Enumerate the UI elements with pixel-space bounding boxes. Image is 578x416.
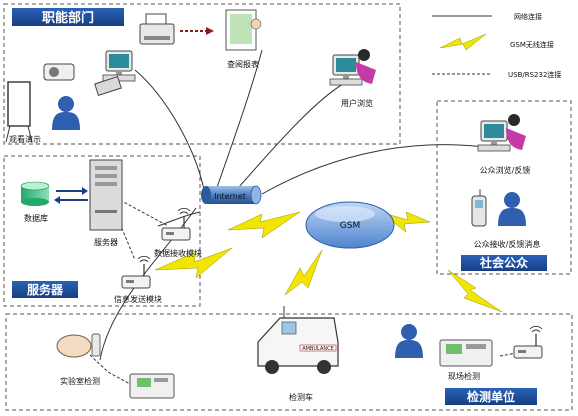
user-browse-label: 用户浏览 bbox=[341, 98, 373, 108]
title-functional-dept: 职能部门 bbox=[12, 8, 124, 26]
internet-node: Internet bbox=[201, 185, 262, 205]
gsm-label: GSM bbox=[340, 221, 360, 231]
test-vehicle: AMBULANCE 检测车 bbox=[257, 306, 339, 402]
public-user-head-icon bbox=[508, 114, 520, 126]
db-sync-arrows bbox=[54, 187, 88, 204]
line-internet-public bbox=[261, 144, 493, 195]
line-internet-user bbox=[231, 79, 351, 196]
printer-icon bbox=[139, 13, 175, 45]
demo-person-icon bbox=[52, 96, 80, 130]
vehicle-wheel-front-icon bbox=[265, 360, 279, 374]
usb-server-rx bbox=[119, 199, 169, 227]
public-computer-icon bbox=[477, 120, 511, 152]
bolt-gsm-internet bbox=[227, 211, 301, 239]
usb-field bbox=[499, 351, 523, 357]
info-tx-label: 信息发送模块 bbox=[114, 294, 162, 304]
network-connections bbox=[99, 49, 493, 361]
frame-functional-dept bbox=[3, 3, 401, 145]
report-chart-icon bbox=[230, 14, 252, 44]
screen-icon bbox=[5, 81, 33, 143]
usb-server-tx bbox=[115, 213, 136, 261]
field-analyzer-icon bbox=[439, 339, 493, 367]
field-person-icon bbox=[395, 324, 423, 358]
reader-head-icon bbox=[250, 18, 262, 30]
lab-technician-icon bbox=[56, 334, 92, 358]
vehicle-sign: AMBULANCE bbox=[302, 346, 334, 352]
database-label: 数据库 bbox=[24, 213, 48, 223]
public-msg: 公众接收/反馈消息 bbox=[471, 189, 541, 249]
gsm-node: GSM bbox=[305, 201, 395, 249]
svg-text:服务器: 服务器 bbox=[27, 282, 64, 297]
user-head-icon bbox=[358, 49, 370, 61]
vehicle-body-icon bbox=[257, 317, 339, 367]
vehicle-window-icon bbox=[281, 321, 297, 335]
keyboard-icon bbox=[94, 75, 122, 97]
public-browse-label: 公众浏览/反馈 bbox=[480, 165, 531, 175]
print-arrow-head bbox=[206, 27, 214, 35]
phone-screen-icon bbox=[475, 200, 483, 208]
svg-text:职能部门: 职能部门 bbox=[42, 10, 94, 26]
vehicle-stripe-icon bbox=[299, 344, 337, 352]
projector-icon bbox=[43, 63, 75, 81]
demo-label: 观看演示 bbox=[9, 134, 41, 144]
frame-public bbox=[436, 100, 572, 275]
report-label: 查阅报表 bbox=[227, 59, 259, 69]
legend-gsm-bolt bbox=[439, 33, 487, 51]
public-user-body-icon bbox=[506, 128, 526, 150]
legend-gsm-label: GSM无线连接 bbox=[510, 40, 554, 49]
field-antenna-module-icon bbox=[513, 325, 543, 359]
server-icon bbox=[89, 159, 123, 231]
legend-usb-label: USB/RS232连接 bbox=[508, 70, 561, 79]
svg-text:检测单位: 检测单位 bbox=[467, 389, 515, 404]
database-icon bbox=[20, 181, 50, 206]
legend: 网络连接 GSM无线连接 USB/RS232连接 bbox=[432, 12, 561, 79]
bolt-gsm-field bbox=[447, 269, 503, 313]
line-internet-report bbox=[213, 49, 263, 197]
field-test-label: 现场检测 bbox=[448, 371, 480, 381]
bolt-gsm-vehicle bbox=[284, 249, 323, 296]
line-internet-printer bbox=[134, 69, 207, 201]
frame-testing-unit bbox=[5, 313, 573, 411]
data-rx-module-icon bbox=[161, 207, 191, 241]
lab-test: 实验室检测 bbox=[56, 333, 101, 386]
title-testing-unit: 检测单位 bbox=[445, 388, 537, 405]
public-msg-label: 公众接收/反馈消息 bbox=[474, 239, 541, 249]
svg-text:社会公众: 社会公众 bbox=[479, 255, 529, 270]
data-rx-label: 数据接收模块 bbox=[154, 248, 202, 258]
report-viewer: 查阅报表 bbox=[225, 9, 262, 69]
bolt-gsm-tx bbox=[154, 247, 233, 279]
vehicle-label: 检测车 bbox=[289, 392, 313, 402]
line-internet-server bbox=[157, 211, 201, 227]
user-browse: 用户浏览 bbox=[329, 49, 376, 108]
user-body-icon bbox=[356, 62, 376, 84]
internet-label: Internet bbox=[214, 192, 246, 201]
public-browse: 公众浏览/反馈 bbox=[477, 114, 531, 175]
legend-network-label: 网络连接 bbox=[514, 12, 542, 21]
title-service: 服务器 bbox=[12, 281, 78, 298]
lab-test-label: 实验室检测 bbox=[60, 376, 100, 386]
usb-connections bbox=[89, 199, 523, 385]
title-public: 社会公众 bbox=[461, 255, 547, 271]
frame-service bbox=[3, 155, 201, 307]
usb-lab bbox=[89, 354, 131, 385]
workstation-icon bbox=[102, 50, 136, 82]
test-tube-icon bbox=[91, 333, 101, 357]
server-label: 服务器 bbox=[94, 237, 118, 247]
public-person-icon bbox=[498, 192, 526, 226]
lab-analyzer-icon bbox=[129, 373, 175, 399]
vehicle-wheel-rear-icon bbox=[317, 360, 331, 374]
